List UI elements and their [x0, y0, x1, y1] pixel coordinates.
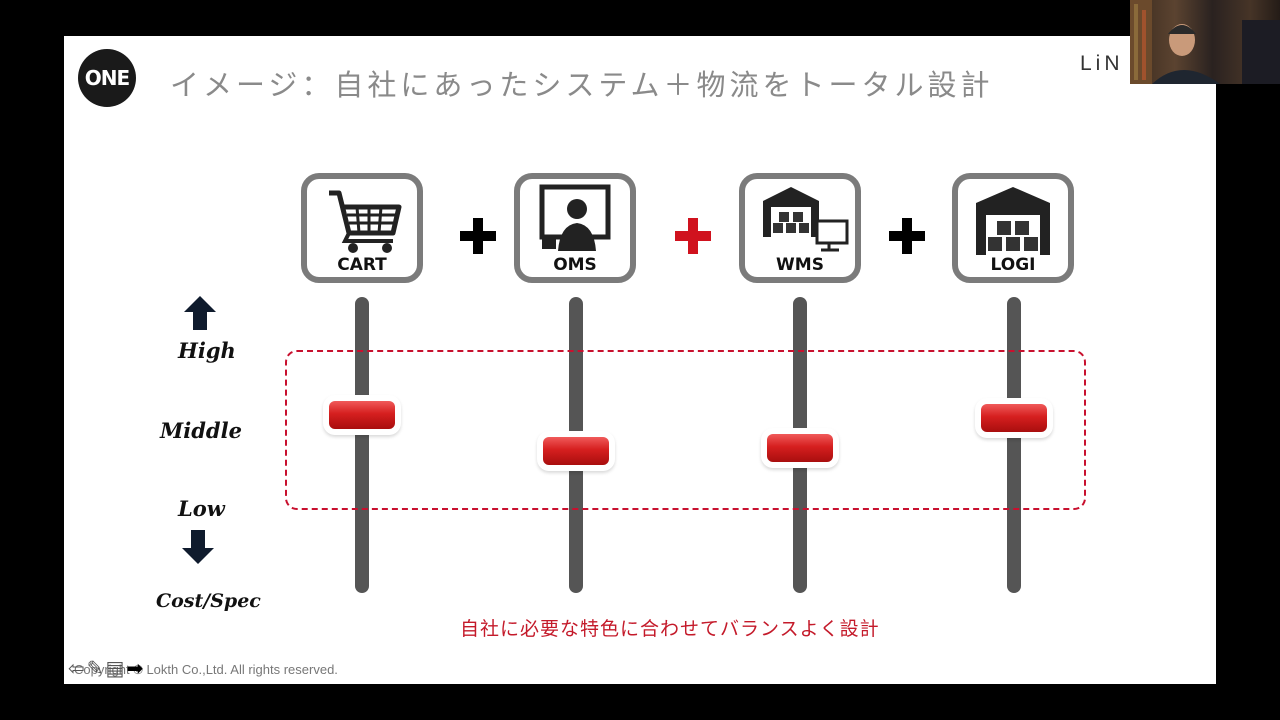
wms-label: WMS — [776, 255, 824, 275]
cart-box: CART — [301, 173, 423, 283]
cart-icon — [329, 190, 402, 253]
balance-range-box — [285, 350, 1086, 510]
logi-label: LOGI — [990, 255, 1036, 275]
slider-knob-wms[interactable] — [767, 433, 833, 462]
operator-screen-icon — [539, 184, 611, 251]
next-slide-icon[interactable]: ➡ — [126, 656, 144, 680]
slider-track-logi — [1007, 297, 1021, 593]
level-high: High — [178, 338, 236, 363]
pen-icon[interactable]: ✎ — [86, 656, 104, 680]
brand-logo: LiN — [1080, 52, 1124, 75]
slide-title: イメージ：自社にあったシステム＋物流をトータル設計 — [170, 68, 994, 102]
wms-box: WMS — [739, 173, 861, 283]
oms-label: OMS — [553, 255, 597, 275]
copyright-footer: Copyright © Lokth Co.,Ltd. All rights re… — [74, 662, 338, 677]
slider-knob-cart[interactable] — [329, 401, 395, 430]
warehouse-icon — [976, 187, 1050, 255]
plus-icon — [460, 218, 496, 254]
plus-icon-red — [675, 218, 711, 254]
arrow-up-icon — [184, 296, 216, 330]
plus-icon — [889, 218, 925, 254]
slider-knob-logi[interactable] — [981, 404, 1047, 433]
webcam-video-thumbnail — [1130, 0, 1280, 84]
axis-cost-spec: Cost/Spec — [156, 590, 261, 612]
arrow-down-icon — [182, 530, 214, 564]
level-middle: Middle — [160, 418, 242, 443]
slide-nav-tools: ⇦ ✎ ▤ ➡ — [68, 656, 143, 680]
menu-icon[interactable]: ▤ — [105, 656, 125, 680]
one-logo: ONE — [78, 49, 136, 107]
level-low: Low — [178, 496, 225, 521]
logi-box: LOGI — [952, 173, 1074, 283]
oms-box: OMS — [514, 173, 636, 283]
presentation-slide: ONE イメージ：自社にあったシステム＋物流をトータル設計 LiN CART O… — [64, 36, 1216, 684]
balance-caption: 自社に必要な特色に合わせてバランスよく設計 — [460, 618, 880, 640]
warehouse-computer-icon — [763, 187, 849, 252]
slider-track-cart — [355, 297, 369, 593]
prev-slide-icon[interactable]: ⇦ — [68, 656, 85, 680]
slider-knob-oms[interactable] — [543, 436, 609, 465]
presenter-video-icon — [1130, 0, 1280, 84]
cart-label: CART — [337, 255, 387, 275]
